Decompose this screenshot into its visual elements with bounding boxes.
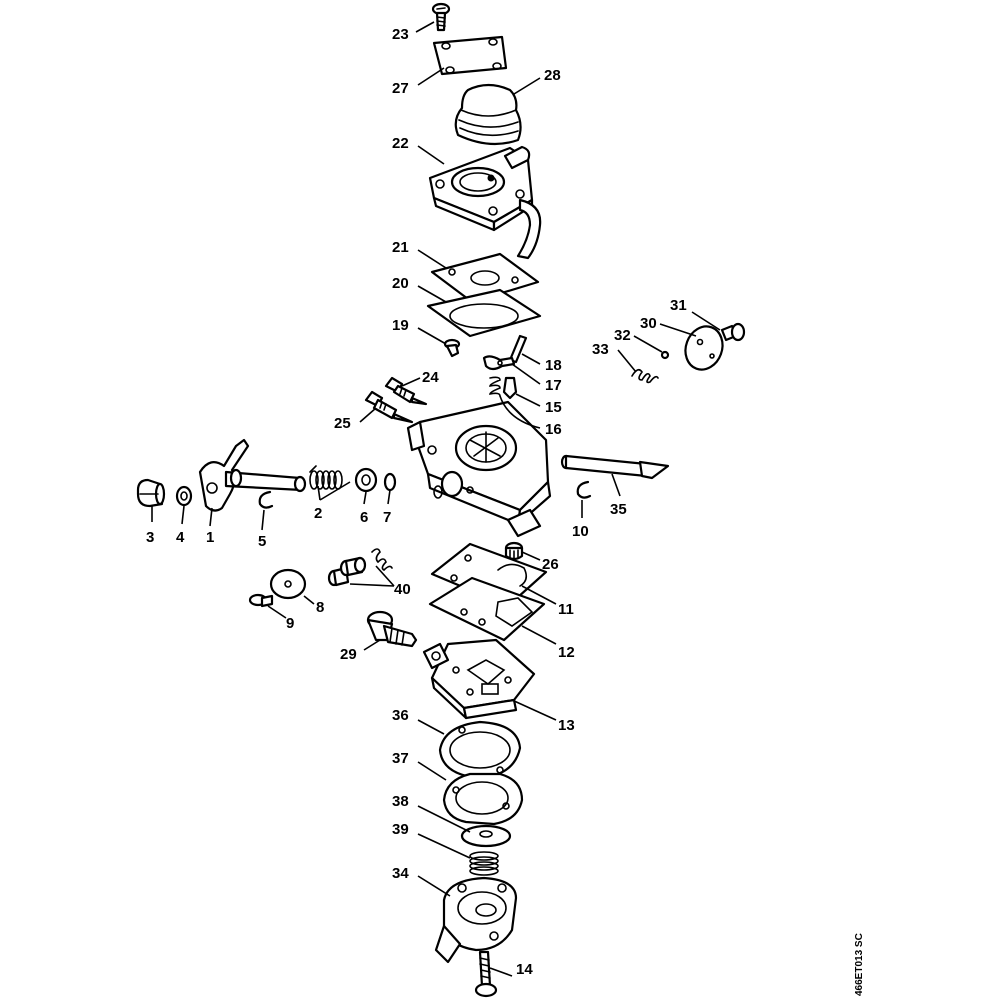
callout-10: 10 [572, 523, 589, 540]
part-15-needle [502, 376, 518, 400]
callout-33: 33 [592, 341, 609, 358]
part-30-plate [684, 325, 724, 371]
callout-22: 22 [392, 135, 409, 152]
part-25-adjusting-screw [364, 390, 414, 424]
callout-20: 20 [392, 275, 409, 292]
part-40-plug-set [327, 548, 393, 587]
part-27-gasket [432, 35, 508, 76]
callout-39: 39 [392, 821, 409, 838]
callout-31: 31 [670, 297, 687, 314]
callout-7: 7 [383, 509, 391, 526]
part-31-screw [720, 322, 746, 342]
part-10-clip [576, 480, 592, 499]
part-29-idle-screw [366, 610, 418, 648]
callout-4: 4 [176, 529, 185, 546]
part-24-adjusting-screw [384, 376, 428, 406]
callout-1: 1 [206, 529, 214, 546]
part-20-gasket [426, 288, 542, 338]
callout-37: 37 [392, 750, 409, 767]
callout-30: 30 [640, 315, 657, 332]
callout-5: 5 [258, 533, 266, 550]
part-35-choke-shaft [560, 454, 670, 480]
drawing-code: 466ET013 SC [854, 933, 865, 996]
part-23-screw [431, 2, 451, 32]
callout-25: 25 [334, 415, 351, 432]
callout-8: 8 [316, 599, 324, 616]
callout-35: 35 [610, 501, 627, 518]
callout-21: 21 [392, 239, 409, 256]
callout-11: 11 [558, 601, 574, 618]
part-13-pump-body [422, 638, 536, 720]
part-22-pump-cover [428, 145, 542, 260]
callout-14: 14 [516, 961, 533, 978]
callout-29: 29 [340, 646, 357, 663]
part-9-screw [248, 593, 274, 608]
callout-15: 15 [545, 399, 562, 416]
part-32-ball [660, 350, 670, 360]
callout-16: 16 [545, 421, 562, 438]
part-19-screw [443, 338, 461, 358]
callout-34: 34 [392, 865, 409, 882]
part-38-disc [460, 824, 512, 848]
part-1-throttle-shaft [198, 438, 307, 512]
part-3-cap [136, 478, 166, 508]
part-14-screw [474, 950, 498, 998]
part-5-clip [258, 490, 274, 509]
callout-9: 9 [286, 615, 294, 632]
part-21-diaphragm [430, 252, 540, 304]
callout-13: 13 [558, 717, 575, 734]
part-4-washer [175, 485, 193, 507]
callout-27: 27 [392, 80, 409, 97]
leader-lines [151, 21, 721, 977]
part-8-plate [269, 568, 307, 600]
part-6-washer [354, 467, 378, 493]
part-17-lever [482, 355, 516, 371]
part-28-primer-bulb [454, 83, 522, 146]
part-39-spring [469, 851, 499, 876]
callout-23: 23 [392, 26, 409, 43]
part-16-spring [489, 376, 501, 397]
part-34-end-cover [434, 876, 518, 964]
part-33-spring [631, 368, 659, 384]
part-7-ring [383, 472, 397, 492]
callout-28: 28 [544, 67, 561, 84]
callout-36: 36 [392, 707, 409, 724]
carburetor-body [406, 400, 552, 538]
part-36-gasket [438, 720, 522, 780]
callout-19: 19 [392, 317, 409, 334]
part-12-diaphragm [428, 576, 546, 642]
callout-38: 38 [392, 793, 409, 810]
callout-3: 3 [146, 529, 154, 546]
callout-12: 12 [558, 644, 575, 661]
part-2-spring [309, 465, 343, 490]
callout-18: 18 [545, 357, 562, 374]
callout-40: 40 [394, 581, 411, 598]
callout-numbers: 23 27 28 22 21 20 19 18 17 15 16 24 25 3… [146, 26, 687, 978]
callout-24: 24 [422, 369, 439, 386]
callout-6: 6 [360, 509, 368, 526]
part-37-diaphragm [442, 772, 524, 826]
callout-32: 32 [614, 327, 631, 344]
callout-2: 2 [314, 505, 322, 522]
callout-17: 17 [545, 377, 562, 394]
callout-26: 26 [542, 556, 559, 573]
